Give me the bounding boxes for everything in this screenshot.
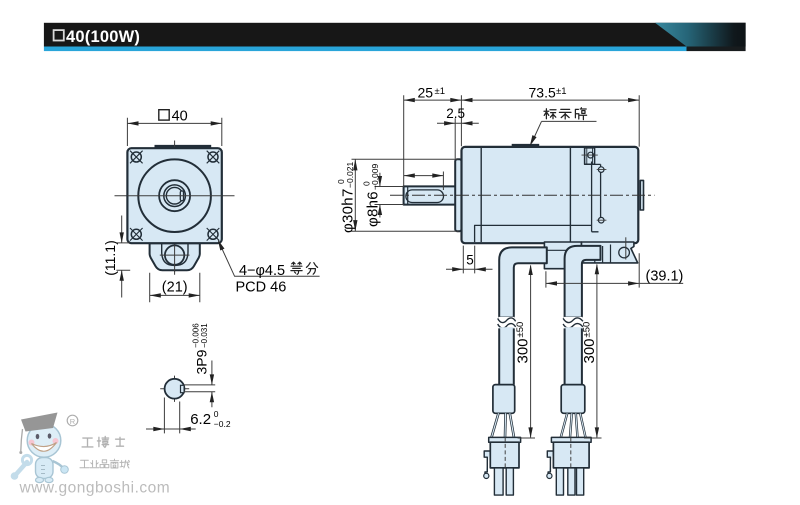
svg-text:www.gongboshi.com: www.gongboshi.com	[19, 480, 171, 497]
svg-text:3P9: 3P9	[193, 349, 209, 374]
svg-text:±1: ±1	[556, 86, 567, 97]
svg-text:2.5: 2.5	[446, 106, 465, 121]
svg-text:φ30h7: φ30h7	[339, 188, 356, 233]
svg-text:0: 0	[336, 179, 346, 184]
svg-text:−0.2: −0.2	[214, 419, 231, 429]
svg-text:−0.031: −0.031	[200, 323, 209, 348]
svg-text:(21): (21)	[162, 280, 188, 296]
svg-text:0: 0	[214, 409, 219, 419]
svg-text:73.5: 73.5	[529, 85, 556, 101]
svg-text:(11.1): (11.1)	[102, 240, 118, 276]
svg-text:±1: ±1	[435, 86, 446, 97]
svg-text:−0.009: −0.009	[370, 163, 380, 190]
svg-text:300: 300	[581, 338, 598, 363]
svg-text:300: 300	[515, 338, 532, 363]
svg-text:4−φ4.5: 4−φ4.5	[239, 263, 285, 279]
svg-text:−0.006: −0.006	[191, 323, 200, 348]
svg-text:PCD 46: PCD 46	[236, 280, 287, 296]
svg-text:(39.1): (39.1)	[646, 268, 684, 284]
svg-text:6.2: 6.2	[190, 411, 211, 428]
svg-text:0: 0	[361, 181, 371, 186]
svg-text:40: 40	[172, 109, 188, 125]
svg-text:−0.021: −0.021	[345, 161, 355, 188]
svg-text:±50: ±50	[515, 322, 526, 338]
svg-text:R: R	[70, 417, 76, 426]
svg-text:40(100W): 40(100W)	[66, 28, 140, 46]
svg-text:5: 5	[466, 253, 474, 268]
svg-text:25: 25	[418, 85, 434, 101]
svg-text:φ8h6: φ8h6	[365, 191, 382, 227]
svg-text:±50: ±50	[582, 322, 593, 338]
